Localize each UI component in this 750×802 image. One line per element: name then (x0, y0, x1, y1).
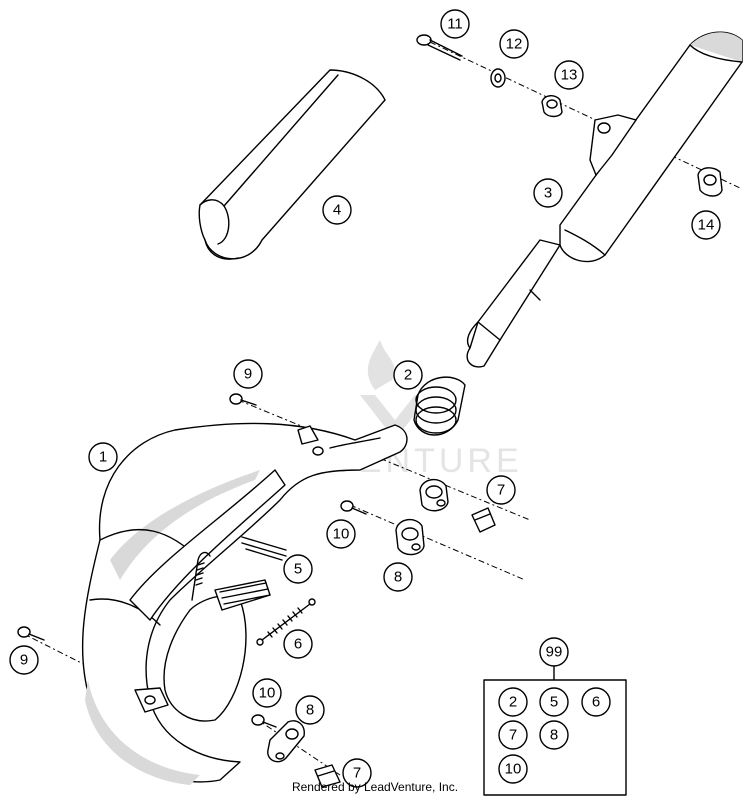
rubber-mount-upper (419, 479, 449, 512)
kit-item-6: 6 (581, 687, 611, 717)
svg-text:6: 6 (294, 636, 302, 653)
svg-text:8: 8 (550, 727, 558, 744)
screw-mount (312, 446, 324, 456)
exhaust-pipe (81, 422, 408, 785)
svg-text:3: 3 (544, 185, 552, 202)
callout-10-lower: 10 (252, 678, 282, 708)
coupling-sleeve (413, 376, 466, 436)
exhaust-spring-upper (191, 551, 211, 601)
rubber-mount-middle (395, 519, 425, 556)
kit-item-5: 5 (539, 687, 569, 717)
grommet-lower (697, 167, 723, 197)
svg-text:2: 2 (509, 694, 517, 711)
svg-text:10: 10 (505, 761, 522, 778)
clip-nut-upper (471, 507, 496, 533)
grommet-upper (541, 95, 563, 118)
kit-item-10: 10 (498, 754, 528, 784)
svg-text:14: 14 (698, 217, 715, 234)
rubber-mount-lower (267, 720, 305, 763)
callout-8-lower: 8 (295, 695, 325, 725)
washer (490, 68, 506, 88)
svg-text:5: 5 (550, 694, 558, 711)
svg-text:13: 13 (561, 67, 578, 84)
callout-9-upper: 9 (233, 359, 263, 389)
kit-box: 99 2 5 6 7 8 10 (483, 637, 627, 796)
svg-text:99: 99 (546, 644, 563, 661)
screw-upper (229, 393, 257, 406)
callout-9-left: 9 (9, 645, 39, 675)
screw-left (17, 626, 45, 641)
bolt-lower (251, 714, 277, 728)
callout-7-upper: 7 (486, 475, 516, 505)
kit-label: 99 (539, 637, 569, 667)
callout-11: 11 (440, 9, 470, 39)
svg-text:2: 2 (404, 367, 412, 384)
svg-text:11: 11 (447, 16, 463, 33)
svg-text:9: 9 (20, 652, 28, 669)
heat-shield-sleeve (198, 69, 386, 260)
svg-text:7: 7 (497, 482, 505, 499)
kit-item-7: 7 (498, 720, 528, 750)
svg-text:9: 9 (244, 366, 252, 383)
callout-14: 14 (691, 210, 721, 240)
callout-7-lower: 7 (342, 758, 372, 788)
bolt-upper (340, 500, 367, 515)
callout-4: 4 (322, 195, 352, 225)
callout-3: 3 (533, 178, 563, 208)
callout-13: 13 (554, 60, 584, 90)
svg-text:7: 7 (509, 727, 517, 744)
kit-item-2: 2 (498, 687, 528, 717)
svg-text:1: 1 (99, 449, 107, 466)
render-credit: Rendered by LeadVenture, Inc. (291, 780, 459, 794)
silencer (466, 31, 743, 368)
kit-item-8: 8 (539, 720, 569, 750)
svg-text:8: 8 (394, 569, 402, 586)
svg-text:10: 10 (259, 685, 276, 702)
svg-text:10: 10 (333, 526, 350, 543)
svg-text:4: 4 (333, 202, 341, 219)
callout-12: 12 (499, 29, 529, 59)
callout-6: 6 (283, 629, 313, 659)
callout-8-upper: 8 (383, 562, 413, 592)
exhaust-spring-lower (256, 598, 316, 646)
callout-10-upper: 10 (326, 519, 356, 549)
svg-text:6: 6 (592, 694, 600, 711)
svg-text:5: 5 (294, 561, 302, 578)
clip-nut-lower (314, 764, 341, 788)
long-bolt (416, 34, 463, 61)
callout-1: 1 (88, 442, 118, 472)
spring-part-5 (241, 536, 287, 561)
svg-text:12: 12 (506, 36, 523, 53)
callout-5: 5 (283, 554, 313, 584)
svg-text:7: 7 (353, 765, 361, 782)
svg-text:8: 8 (306, 702, 314, 719)
callout-2: 2 (393, 360, 423, 390)
